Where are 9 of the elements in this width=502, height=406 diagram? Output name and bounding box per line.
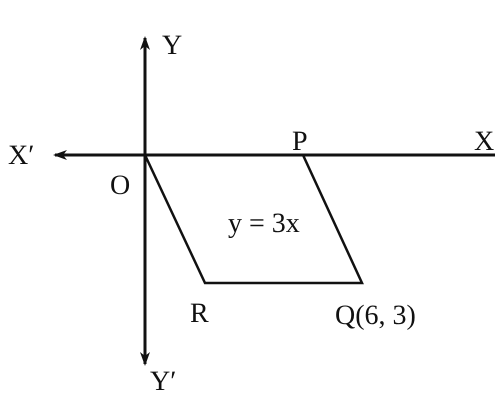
- axis-label: X: [474, 128, 494, 156]
- point-label: P: [292, 128, 308, 156]
- point-label: O: [110, 172, 130, 200]
- point-label: Q(6, 3): [335, 302, 416, 330]
- equation-label: y = 3x: [228, 210, 300, 238]
- axis-label: Y: [162, 32, 182, 60]
- point-label: R: [190, 300, 209, 328]
- axis-label: X′: [8, 142, 34, 170]
- axis-label: Y′: [150, 368, 176, 396]
